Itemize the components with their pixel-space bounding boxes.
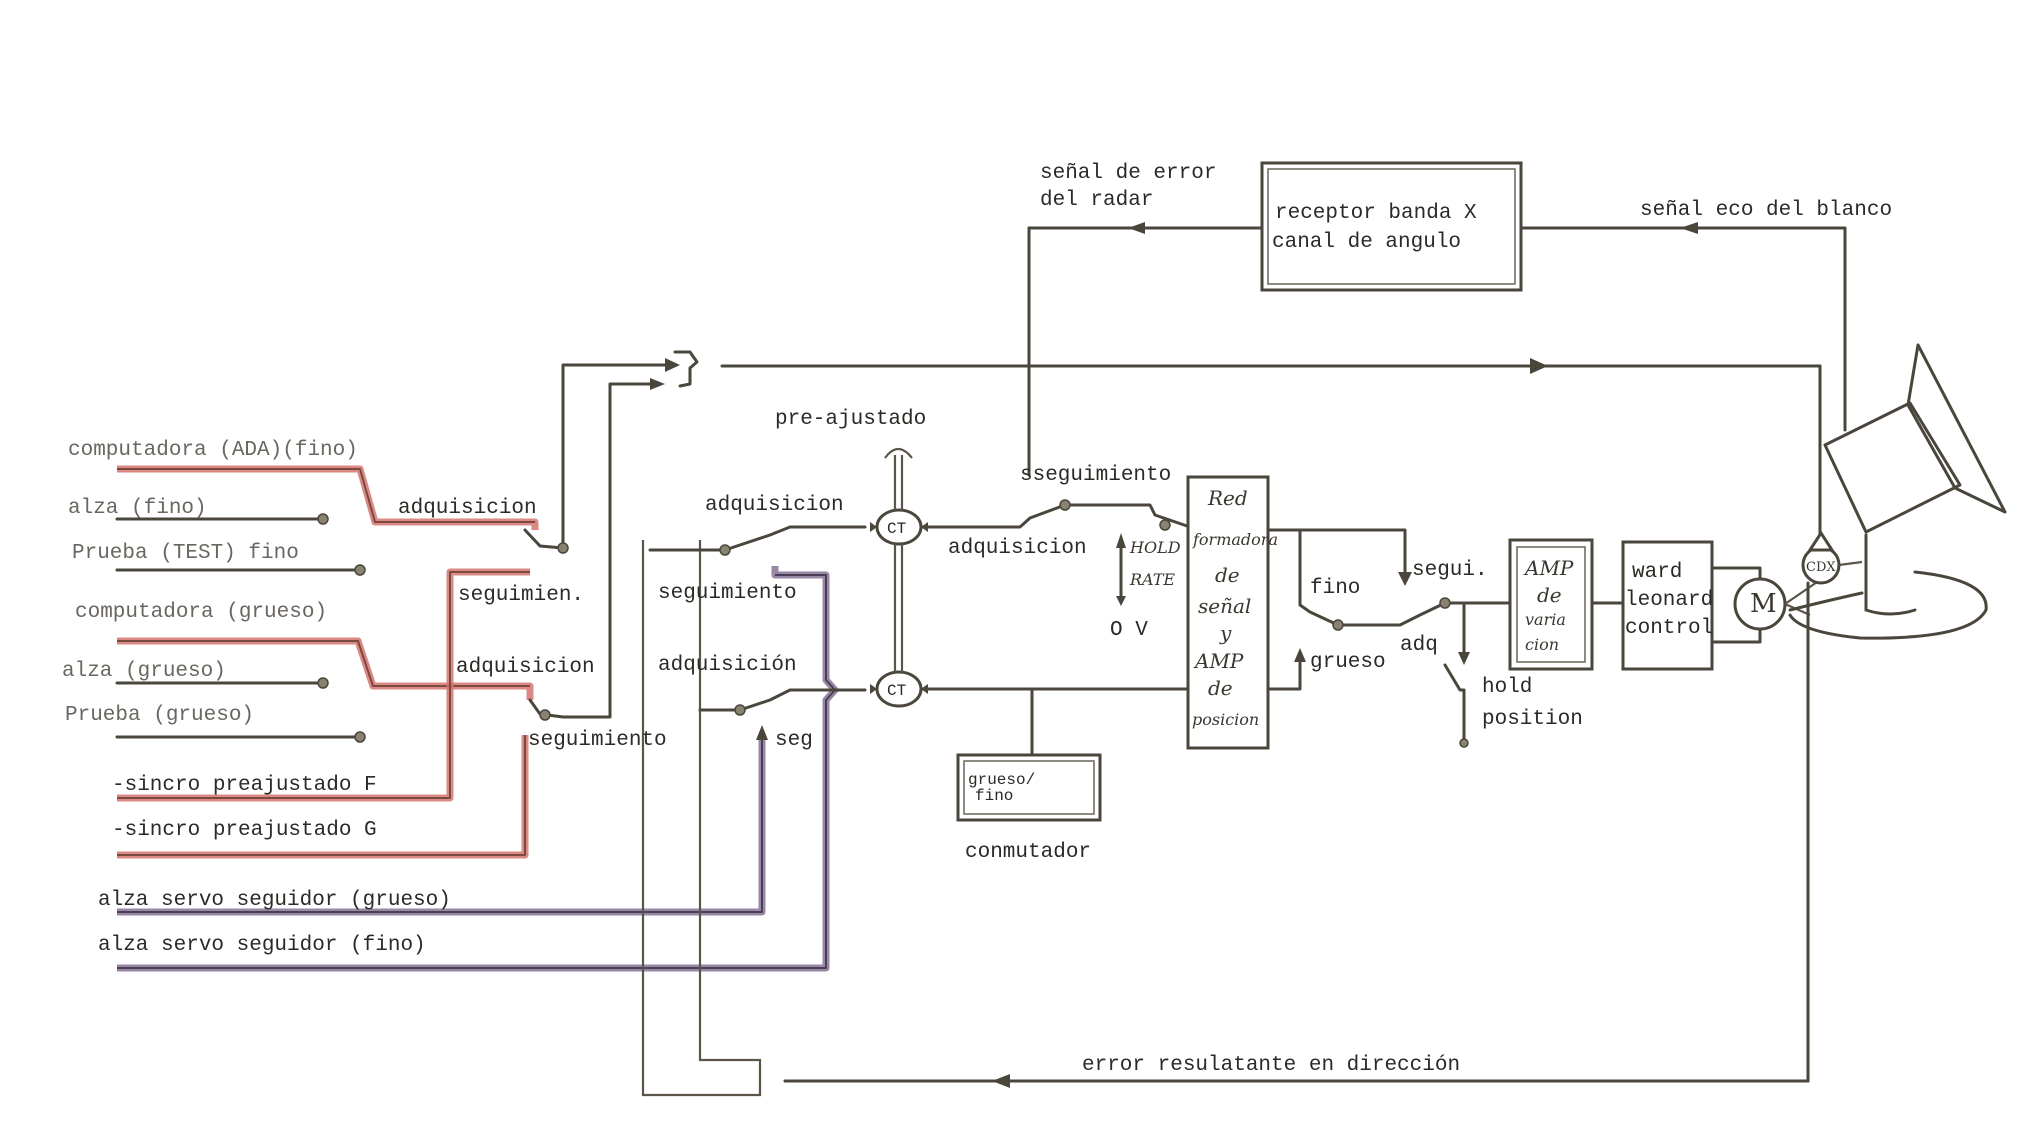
feedback-loop bbox=[783, 581, 1810, 1088]
label-adquisicion-5: adquisicion bbox=[948, 537, 1087, 560]
label-seguimiento-1: seguimiento bbox=[528, 729, 667, 752]
red-formadora-text-2: formadora bbox=[1192, 530, 1278, 549]
label-alza-grueso: alza (grueso) bbox=[62, 660, 226, 683]
amp-variacion-block bbox=[1508, 538, 1625, 671]
conmutador-label: conmutador bbox=[965, 841, 1091, 864]
label-alza-fino: alza (fino) bbox=[68, 497, 207, 520]
ward-leonard-text-2: leonard bbox=[1625, 589, 1713, 612]
label-senal-error-radar-1: señal de error bbox=[1040, 162, 1216, 185]
input-wires bbox=[115, 513, 366, 743]
motor-label: M bbox=[1750, 589, 1777, 619]
conmutador-box-text-1: grueso/ bbox=[968, 771, 1035, 789]
ct2-label: CT bbox=[887, 682, 906, 700]
conmutador-block bbox=[956, 753, 1102, 822]
label-hold-position-2: position bbox=[1482, 708, 1583, 731]
ct1-label: CT bbox=[887, 520, 906, 538]
ward-leonard-block bbox=[1621, 540, 1762, 671]
red-formadora-text-3: de bbox=[1215, 563, 1240, 587]
receptor-block bbox=[1027, 161, 1847, 432]
label-senal-eco-blanco: señal eco del blanco bbox=[1640, 199, 1892, 222]
label-computadora-ada-fino: computadora (ADA)(fino) bbox=[68, 439, 358, 462]
red-wiring bbox=[117, 465, 539, 859]
label-alza-servo-seguidor-grueso: alza servo seguidor (grueso) bbox=[98, 889, 451, 912]
label-segui: segui. bbox=[1412, 559, 1488, 582]
conmutador-box-text-2: fino bbox=[975, 787, 1013, 805]
label-senal-error-radar-2: del radar bbox=[1040, 189, 1153, 212]
label-error-resultante: error resulatante en dirección bbox=[1082, 1054, 1460, 1077]
label-seg: seg bbox=[775, 729, 813, 752]
amp-variacion-text-2: de bbox=[1537, 583, 1562, 607]
red-formadora-block bbox=[1186, 475, 1512, 750]
label-hold-position-1: hold bbox=[1482, 676, 1532, 699]
label-seguimiento-2: seguimiento bbox=[658, 582, 797, 605]
label-adquisicion-1: adquisicion bbox=[398, 497, 537, 520]
label-adquisicion-3: adquisicion bbox=[705, 494, 844, 517]
cdx-label: CDX bbox=[1806, 560, 1836, 575]
receptor-text-1: receptor banda X bbox=[1275, 202, 1477, 225]
label-sincro-preajustado-g: -sincro preajustado G bbox=[112, 819, 377, 842]
red-formadora-text-7: de bbox=[1208, 676, 1233, 700]
cdx-synchro bbox=[1801, 530, 1863, 585]
label-rate: RATE bbox=[1129, 570, 1175, 589]
label-prueba-grueso: Prueba (grueso) bbox=[65, 704, 254, 727]
amp-variacion-text-1: AMP bbox=[1523, 556, 1574, 580]
red-formadora-text-5: y bbox=[1219, 621, 1232, 645]
amp-variacion-text-4: cion bbox=[1525, 635, 1559, 654]
label-hold: HOLD bbox=[1129, 538, 1181, 557]
ward-leonard-text-1: ward bbox=[1632, 561, 1682, 584]
label-computadora-grueso: computadora (grueso) bbox=[75, 601, 327, 624]
switch-stage-2 bbox=[641, 226, 1192, 1097]
red-formadora-text-6: AMP bbox=[1193, 649, 1244, 673]
red-formadora-text-8: posicion bbox=[1192, 710, 1259, 729]
label-zero-v: O V bbox=[1110, 619, 1148, 642]
purple-wiring bbox=[117, 566, 839, 972]
label-sseguimiento: sseguimiento bbox=[1020, 464, 1171, 487]
radar-antenna-icon bbox=[1788, 343, 2007, 640]
red-formadora-text-1: Red bbox=[1207, 486, 1248, 510]
ward-leonard-text-3: control bbox=[1625, 617, 1713, 640]
label-fino: fino bbox=[1310, 577, 1360, 600]
label-adquisicion-4: adquisición bbox=[658, 654, 797, 677]
switch-stage-1 bbox=[523, 350, 1822, 721]
label-seguimien: seguimien. bbox=[458, 584, 584, 607]
label-alza-servo-seguidor-fino: alza servo seguidor (fino) bbox=[98, 934, 426, 957]
label-prueba-test-fino: Prueba (TEST) fino bbox=[72, 542, 299, 565]
label-adq: adq bbox=[1400, 634, 1438, 657]
amp-variacion-text-3: varia bbox=[1525, 610, 1566, 629]
label-grueso: grueso bbox=[1310, 651, 1386, 674]
red-formadora-text-4: señal bbox=[1198, 594, 1251, 618]
label-adquisicion-2: adquisicion bbox=[456, 656, 595, 679]
receptor-text-2: canal de angulo bbox=[1272, 231, 1461, 254]
label-sincro-preajustado-f: -sincro preajustado F bbox=[112, 774, 377, 797]
label-pre-ajustado: pre-ajustado bbox=[775, 408, 926, 431]
